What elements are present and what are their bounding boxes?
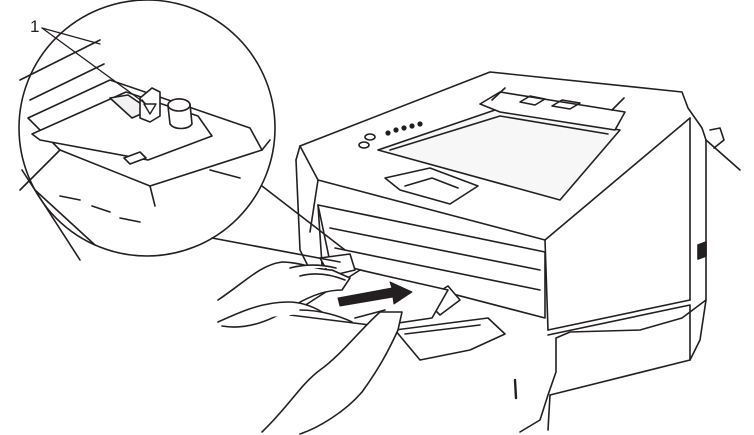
callout-leader xyxy=(41,27,147,105)
arrow-right-icon xyxy=(337,281,413,307)
callout-number: 1 xyxy=(30,17,40,36)
magnified-detail xyxy=(18,0,346,263)
printer-body xyxy=(295,71,741,433)
hand-lower xyxy=(217,301,403,435)
